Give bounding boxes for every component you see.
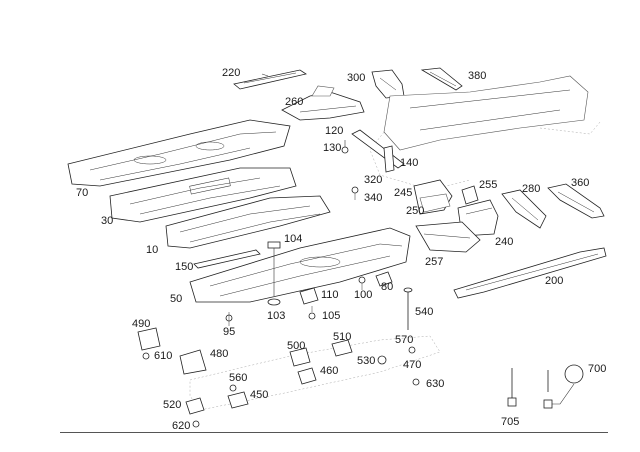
- part-255-bracket: [461, 185, 479, 205]
- part-245-250-brackets: [413, 179, 453, 215]
- part-220-strip: [233, 69, 307, 90]
- callout-257: 257: [425, 256, 444, 268]
- part-95-bolt: [225, 312, 233, 326]
- part-540-bolt: [403, 287, 413, 330]
- bottom-divider: [60, 432, 608, 433]
- callout-220: 220: [222, 67, 241, 79]
- part-380-member: [420, 67, 463, 91]
- part-70-rear-floor: [67, 119, 291, 187]
- callout-105: 105: [322, 310, 341, 322]
- part-10-floor: [165, 195, 331, 249]
- part-530-570-470: [377, 346, 416, 365]
- part-104-103-grommets: [267, 241, 281, 306]
- callout-320: 320: [364, 174, 383, 186]
- callout-120: 120: [325, 125, 344, 137]
- callout-80: 80: [381, 281, 394, 293]
- callout-240: 240: [495, 236, 514, 248]
- part-30-floor: [109, 167, 297, 223]
- callout-570: 570: [395, 334, 414, 346]
- callout-560: 560: [229, 372, 248, 384]
- part-360-rail: [547, 183, 605, 219]
- part-110-block: [299, 287, 319, 305]
- part-105-bolt: [308, 306, 316, 320]
- callout-480: 480: [210, 348, 229, 360]
- callout-700: 700: [588, 363, 607, 375]
- callout-490: 490: [132, 318, 151, 330]
- part-700-assembly: [543, 364, 584, 409]
- part-705-stud: [507, 368, 517, 407]
- part-630-bolt: [412, 378, 420, 386]
- callout-510: 510: [333, 331, 352, 343]
- callout-104: 104: [284, 233, 303, 245]
- part-610-bolt: [142, 352, 150, 360]
- callout-460: 460: [320, 365, 339, 377]
- callout-140: 140: [400, 157, 419, 169]
- callout-10: 10: [146, 244, 159, 256]
- callout-520: 520: [163, 399, 182, 411]
- callout-705: 705: [501, 416, 520, 428]
- callout-610: 610: [154, 350, 173, 362]
- callout-200: 200: [545, 275, 564, 287]
- part-480-bracket: [179, 349, 207, 375]
- part-200-sill: [453, 247, 607, 299]
- front-structure: [369, 75, 601, 191]
- part-100-80-fasteners: [358, 271, 393, 290]
- callout-250: 250: [406, 205, 425, 217]
- callout-245: 245: [394, 187, 413, 199]
- callout-110: 110: [321, 289, 339, 301]
- callout-255: 255: [479, 179, 498, 191]
- callout-340: 340: [364, 192, 383, 204]
- callout-500: 500: [287, 340, 306, 352]
- callout-360: 360: [571, 177, 590, 189]
- part-560-450: [227, 384, 249, 409]
- callout-470: 470: [403, 359, 422, 371]
- callout-130: 130: [323, 142, 342, 154]
- callout-620: 620: [172, 420, 191, 432]
- part-150-strip: [193, 249, 261, 269]
- callout-30: 30: [101, 215, 114, 227]
- callout-450: 450: [250, 389, 269, 401]
- callout-380: 380: [468, 70, 487, 82]
- part-260-bracket: [281, 85, 365, 121]
- part-50-main-floor: [189, 227, 411, 303]
- part-460-clip: [297, 367, 317, 385]
- callout-103: 103: [267, 310, 286, 322]
- part-257-crossmember: [415, 221, 481, 253]
- part-280-rail: [501, 189, 547, 229]
- part-520-620: [185, 397, 205, 428]
- part-140-brace: [341, 129, 405, 173]
- callout-50: 50: [170, 293, 183, 305]
- callout-95: 95: [223, 326, 236, 338]
- part-300-bracket: [371, 69, 405, 99]
- callout-630: 630: [426, 378, 445, 390]
- part-340-bolt: [351, 186, 359, 200]
- part-490-bracket: [137, 327, 161, 351]
- callout-300: 300: [347, 72, 366, 84]
- callout-540: 540: [415, 306, 434, 318]
- callout-150: 150: [175, 261, 194, 273]
- callout-280: 280: [522, 183, 541, 195]
- callout-530: 530: [357, 355, 376, 367]
- callout-70: 70: [76, 187, 89, 199]
- callout-260: 260: [285, 96, 304, 108]
- part-500-510-clips: [289, 339, 353, 367]
- callout-100: 100: [354, 289, 373, 301]
